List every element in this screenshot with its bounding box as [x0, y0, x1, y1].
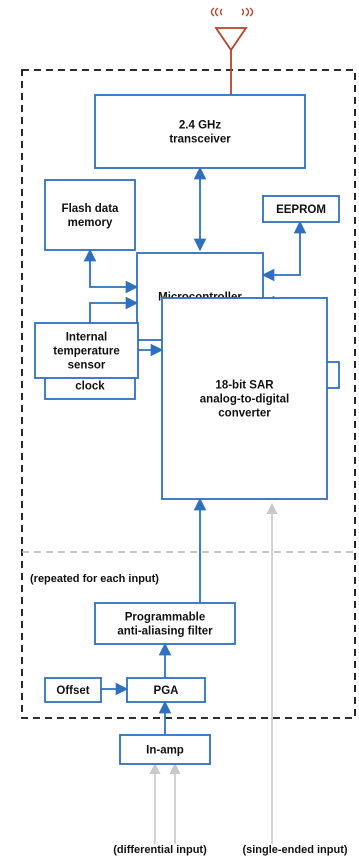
transceiver-label-line-1: 2.4 GHz: [179, 120, 221, 132]
flash-block: Flash data memory: [44, 179, 136, 251]
connectors: [83, 166, 307, 844]
antenna-icon: [214, 27, 248, 95]
differential-input-label: (differential input): [113, 844, 207, 856]
inamp-box: [119, 734, 211, 765]
system-boundary: [21, 69, 356, 719]
flash-label-line-2: memory: [68, 217, 113, 229]
filter-box: [94, 602, 236, 645]
filter-label-line-1: Programmable: [125, 612, 206, 624]
transceiver-block: 2.4 GHz transceiver: [94, 94, 306, 169]
temp-block: Internal temperature sensor: [34, 322, 139, 379]
adc-label-line-3: converter: [218, 408, 271, 420]
filter-block: Programmable anti-aliasing filter: [94, 602, 236, 645]
inamp-label-line-1: In-amp: [146, 745, 184, 757]
temp-label-line-2: temperature: [53, 346, 119, 358]
eeprom-block: EEPROM: [262, 195, 340, 223]
filter-label-line-2: anti-aliasing filter: [117, 626, 213, 638]
adc-label-line-2: analog-to-digital: [200, 394, 289, 406]
inamp-block: In-amp: [119, 734, 211, 765]
transceiver-label-line-2: transceiver: [169, 134, 231, 146]
pga-label-line-1: PGA: [154, 685, 179, 697]
eeprom-mcu-link: [261, 220, 307, 282]
repeated-note: (repeated for each input): [30, 573, 159, 585]
flash-box: [44, 179, 136, 251]
pga-block: PGA: [126, 677, 206, 703]
flash-label-line-1: Flash data: [62, 203, 119, 215]
offset-block: Offset: [44, 677, 102, 703]
eeprom-box: [262, 195, 340, 223]
temp-box: [34, 322, 139, 379]
single-ended-input-label: (single-ended input): [242, 844, 347, 856]
offset-box: [44, 677, 102, 703]
radio-waves-icon: [210, 7, 254, 17]
adc-box: [161, 297, 328, 500]
temp-label-line-3: sensor: [68, 360, 106, 372]
adc-label-line-1: 18-bit SAR: [215, 380, 274, 392]
offset-label-line-1: Offset: [56, 685, 89, 697]
temp-label-line-1: Internal: [66, 332, 108, 344]
transceiver-box: [94, 94, 306, 169]
adc-block: 18-bit SAR analog-to-digital converter: [161, 297, 328, 500]
flash-mcu-link: [83, 248, 139, 294]
rtc-label-line-2: clock: [75, 381, 105, 393]
pga-box: [126, 677, 206, 703]
eeprom-label-line-1: EEPROM: [276, 204, 326, 216]
